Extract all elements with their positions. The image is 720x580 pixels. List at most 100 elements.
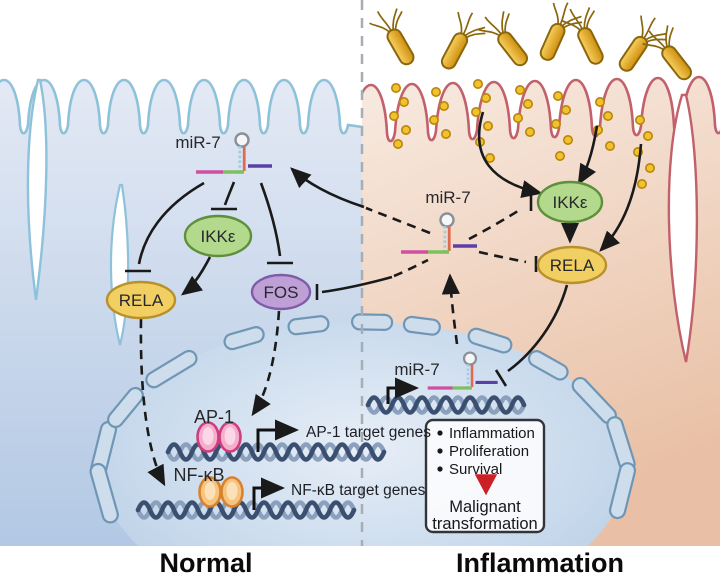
ap1-protein-dimer	[196, 421, 242, 453]
bacterial-signal-arrow	[577, 125, 599, 186]
rela-label-right: RELA	[550, 256, 595, 275]
secreted-factor-icon	[602, 111, 613, 122]
secreted-factor-icon	[634, 115, 645, 126]
secreted-factor-icon	[594, 97, 605, 108]
caption-band	[0, 546, 720, 580]
rela-represses-mir7-gene	[507, 284, 569, 373]
membrane-fold	[26, 78, 48, 301]
nuclear-envelope-segment	[467, 327, 513, 354]
promoter-arrow-icon	[256, 419, 299, 452]
mir7-label-right: miR-7	[425, 188, 470, 207]
secreted-factor-icon	[514, 85, 525, 96]
t-bar-icon	[494, 369, 508, 387]
rela-oval-right	[536, 245, 608, 285]
secreted-factor-icon	[552, 91, 563, 102]
outcome-bullet: Proliferation	[449, 443, 529, 460]
nfkb-protein-dimer	[198, 476, 244, 508]
rela-oval	[105, 280, 177, 320]
secreted-factor-icon	[484, 153, 495, 164]
nuclear-envelope-segment	[223, 326, 265, 351]
dna-strand	[165, 442, 387, 462]
nuclear-envelope-segment	[608, 462, 637, 520]
ap1-label: AP-1	[194, 407, 234, 427]
outcome-bullet: Inflammation	[449, 425, 535, 442]
secreted-factor-icon	[430, 87, 441, 98]
secreted-factor-icon	[428, 115, 439, 126]
secreted-factor-icon	[482, 121, 493, 132]
outcome-box: Inflammation Proliferation Survival Mali…	[424, 418, 546, 534]
outcome-result: transformation	[432, 515, 537, 533]
mir7-export-arrow	[441, 273, 460, 345]
dna-strand	[365, 395, 527, 415]
fos-oval	[250, 273, 312, 311]
cell-membrane	[0, 78, 362, 135]
activation-ikke-rela	[180, 256, 212, 296]
secreted-factor-icon	[390, 83, 401, 94]
nuclear-envelope-segment	[89, 462, 119, 524]
secreted-factor-icon	[636, 179, 647, 190]
bacterial-signal-arrow	[477, 111, 543, 199]
nuclear-envelope-segment	[402, 315, 441, 336]
secreted-factor-icon	[388, 111, 399, 122]
inhibition-mir7-rela	[137, 181, 205, 265]
bullet-icon	[437, 430, 443, 436]
secreted-factor-icon	[524, 127, 535, 138]
mir7-cross-arrow	[290, 167, 365, 209]
secreted-factor-icon	[472, 79, 483, 90]
inhibition-mir7-rela-right	[478, 250, 527, 264]
promoter-arrow-icon	[252, 477, 285, 510]
normal-epithelial-border	[0, 0, 362, 346]
nuclear-envelope-segment	[107, 386, 144, 429]
ikke-oval-right	[536, 180, 604, 224]
dna-strand	[135, 500, 357, 520]
ap1-target-genes-label: AP-1 target genes	[306, 424, 431, 441]
dna-helix-ap1	[165, 442, 387, 462]
nfkb-target-genes-label: NF-κB target genes	[291, 482, 426, 499]
membrane-fold	[667, 93, 699, 363]
mir7-label: miR-7	[175, 133, 220, 152]
secreted-factor-icon	[522, 99, 533, 110]
ikke-oval	[183, 214, 253, 258]
secreted-factor-icon	[438, 101, 449, 112]
extracellular-space	[0, 0, 362, 134]
secreted-factor-icon	[644, 163, 655, 174]
secreted-factor-icon	[400, 125, 411, 136]
ikke-label: IKKε	[201, 227, 236, 246]
normal-panel-title: Normal	[159, 548, 252, 578]
secreted-factor-icon	[392, 139, 403, 150]
extracellular-space	[362, 0, 720, 142]
fos-nuclear-translocation	[251, 310, 281, 417]
dna-helix-mir7-gene	[365, 395, 527, 415]
dna-helix-nfkb	[135, 500, 357, 520]
cell-membrane	[362, 75, 720, 143]
fos-label: FOS	[264, 283, 299, 302]
inhibition-mir7-fos-cross	[321, 275, 393, 294]
nuclear-envelope-segment	[287, 315, 330, 336]
secreted-factor-icon	[480, 93, 491, 104]
inflamed-epithelial-border	[362, 0, 720, 363]
nuclear-envelope-segment	[527, 350, 569, 381]
rela-nuclear-translocation	[139, 318, 166, 487]
secreted-factor-icon	[604, 141, 615, 152]
bullet-icon	[437, 448, 443, 454]
nfkb-label: NF-κB	[174, 465, 225, 485]
bacterial-signal-arrow	[599, 143, 643, 252]
bullet-icon	[437, 466, 443, 472]
molecule-ovals	[105, 180, 608, 320]
inhibition-mir7-ikke	[223, 181, 236, 206]
signaling-edges	[125, 111, 643, 487]
rela-label: RELA	[119, 291, 164, 310]
nuclear-envelope-segment	[145, 349, 198, 389]
secreted-factor-icon	[554, 151, 565, 162]
outcome-result: Malignant	[449, 498, 521, 516]
nuclear-envelope	[89, 313, 637, 524]
secreted-factor-icon	[512, 113, 523, 124]
secreted-factor-icon	[562, 135, 573, 146]
inflammation-panel-title: Inflammation	[456, 548, 624, 578]
promoter-arrow-icon	[386, 377, 419, 404]
inhibition-mir7-fos-cross-dashed	[393, 258, 429, 278]
secreted-factor-icon	[398, 97, 409, 108]
nuclear-envelope-segment	[351, 313, 394, 331]
